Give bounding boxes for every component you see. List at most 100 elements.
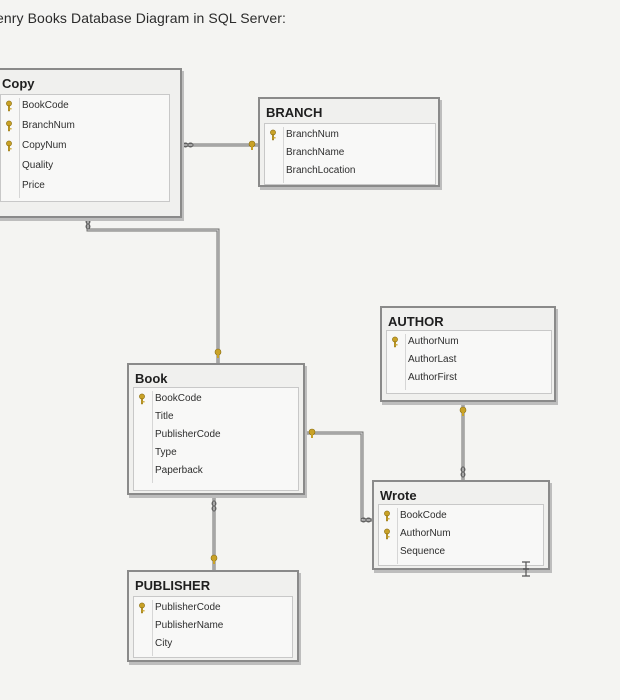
column-row[interactable]: Quality	[1, 158, 169, 178]
column-name: PublisherName	[155, 620, 224, 631]
row-selector	[387, 370, 406, 390]
column-name: Type	[155, 447, 177, 458]
column-row[interactable]: BranchName	[265, 145, 435, 165]
column-name: AuthorNum	[408, 336, 459, 347]
many-end-icon	[182, 142, 194, 148]
column-row[interactable]: BookCode	[1, 98, 169, 118]
column-row[interactable]: CopyNum	[1, 138, 169, 158]
row-selector	[134, 618, 153, 638]
row-selector	[387, 334, 406, 354]
column-row[interactable]: AuthorNum	[387, 334, 551, 354]
table-title: PUBLISHER	[135, 578, 211, 593]
primary-key-icon	[6, 100, 12, 112]
column-name: BranchLocation	[286, 165, 356, 176]
column-name: Paperback	[155, 465, 203, 476]
row-selector	[265, 163, 284, 183]
row-selector	[265, 145, 284, 165]
column-row[interactable]: AuthorFirst	[387, 370, 551, 390]
row-selector	[134, 409, 153, 429]
row-selector	[379, 544, 398, 564]
row-selector	[134, 427, 153, 447]
row-selector	[134, 463, 153, 483]
column-name: Title	[155, 411, 174, 422]
row-selector	[134, 391, 153, 411]
column-name: BookCode	[400, 510, 447, 521]
column-row[interactable]: BookCode	[379, 508, 543, 528]
column-row[interactable]: Title	[134, 409, 298, 429]
many-end-icon	[360, 517, 372, 523]
column-row[interactable]: City	[134, 636, 292, 656]
many-end-icon	[85, 218, 91, 230]
column-name: Quality	[22, 160, 54, 171]
relationship-copy-book-highlight	[87, 218, 219, 363]
column-row[interactable]: BookCode	[134, 391, 298, 411]
column-row[interactable]: AuthorLast	[387, 352, 551, 372]
column-row[interactable]: PublisherCode	[134, 600, 292, 620]
row-selector	[134, 636, 153, 656]
column-row[interactable]: AuthorNum	[379, 526, 543, 546]
column-name: BranchNum	[286, 129, 339, 140]
relationship-copy-book[interactable]	[86, 218, 220, 363]
column-name: PublisherCode	[155, 602, 221, 613]
column-name: AuthorNum	[400, 528, 451, 539]
column-row[interactable]: Type	[134, 445, 298, 465]
row-selector	[134, 600, 153, 620]
primary-key-icon	[384, 528, 390, 540]
column-row[interactable]: PublisherCode	[134, 427, 298, 447]
row-selector	[379, 508, 398, 528]
primary-key-icon	[6, 120, 12, 132]
row-selector	[379, 526, 398, 546]
column-name: BookCode	[22, 100, 69, 111]
text-cursor-icon	[522, 561, 530, 577]
column-name: Price	[22, 180, 45, 191]
relationship-book-wrote-highlight	[305, 432, 372, 521]
row-selector	[134, 445, 153, 465]
row-selector	[265, 127, 284, 147]
column-row[interactable]: BranchNum	[1, 118, 169, 138]
column-row[interactable]: Sequence	[379, 544, 543, 564]
row-selector	[1, 178, 20, 198]
column-name: Sequence	[400, 546, 446, 557]
column-name: BranchName	[286, 147, 345, 158]
column-name: AuthorFirst	[408, 372, 457, 383]
table-title: Copy	[2, 76, 35, 91]
column-name: AuthorLast	[408, 354, 457, 365]
column-name: BookCode	[155, 393, 202, 404]
table-title: BRANCH	[266, 105, 323, 120]
column-row[interactable]: Paperback	[134, 463, 298, 483]
one-end-key-icon	[248, 140, 256, 150]
primary-key-icon	[139, 602, 145, 614]
primary-key-icon	[384, 510, 390, 522]
table-title: AUTHOR	[388, 314, 444, 329]
table-title: Wrote	[380, 488, 417, 503]
column-name: City	[155, 638, 173, 649]
row-selector	[1, 138, 20, 158]
column-row[interactable]: BranchLocation	[265, 163, 435, 183]
table-title: Book	[135, 371, 168, 386]
primary-key-icon	[270, 129, 276, 141]
column-name: PublisherCode	[155, 429, 221, 440]
primary-key-icon	[139, 393, 145, 405]
page-title: enry Books Database Diagram in SQL Serve…	[0, 10, 287, 26]
primary-key-icon	[392, 336, 398, 348]
row-selector	[387, 352, 406, 372]
one-end-key-icon	[459, 406, 467, 416]
column-row[interactable]: Price	[1, 178, 169, 198]
one-end-key-icon	[214, 348, 222, 358]
column-name: BranchNum	[22, 120, 75, 131]
column-row[interactable]: PublisherName	[134, 618, 292, 638]
column-row[interactable]: BranchNum	[265, 127, 435, 147]
